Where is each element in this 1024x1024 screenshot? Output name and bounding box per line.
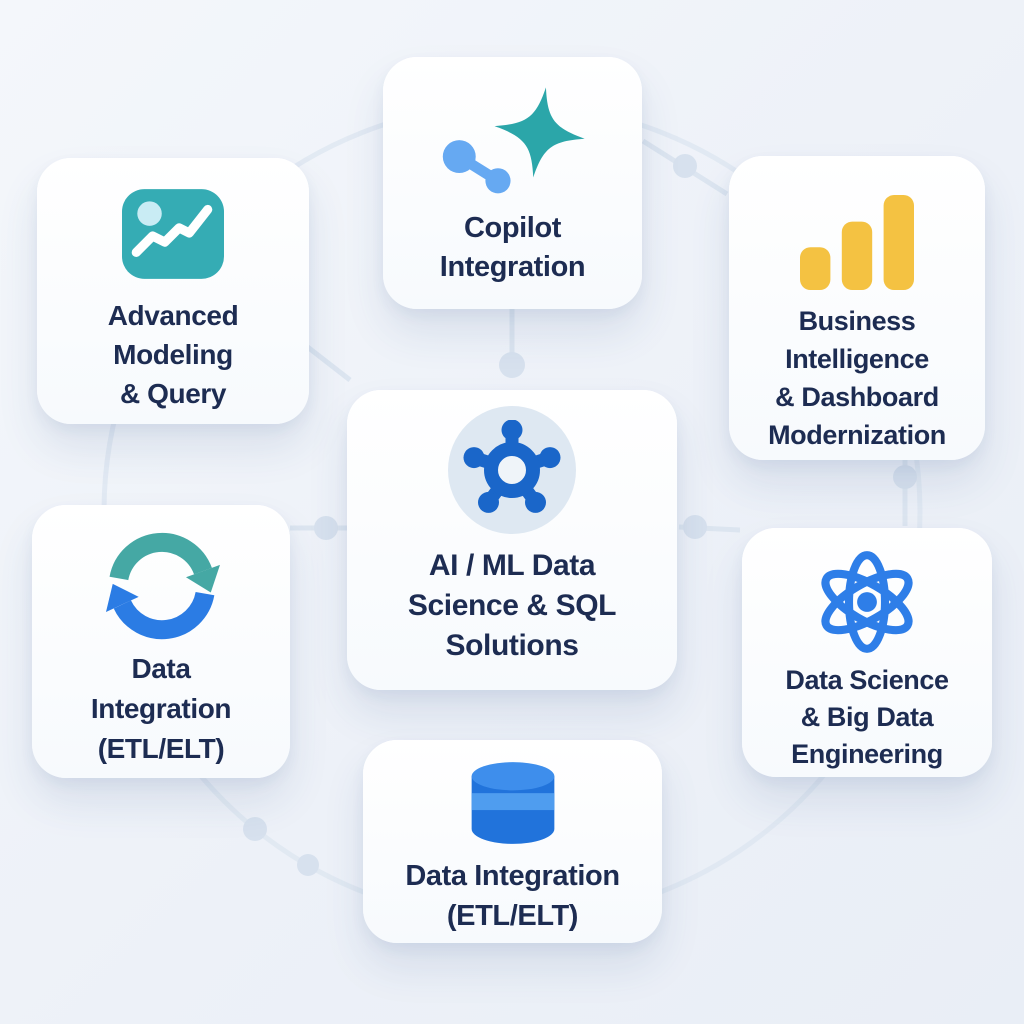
card-title-line: Engineering bbox=[791, 739, 943, 769]
card-title-line: Business bbox=[798, 306, 916, 336]
card-title-line: Modeling bbox=[113, 339, 233, 370]
card-title-line: Data Science bbox=[785, 665, 949, 695]
connector-nodes bbox=[243, 154, 917, 876]
network-hub-icon bbox=[448, 406, 576, 534]
card-title-line: Solutions bbox=[445, 629, 579, 662]
card-title: Data Integration (ETL/ELT) bbox=[90, 649, 232, 769]
card-title-line: (ETL/ELT) bbox=[446, 900, 579, 932]
card-title: Copilot Integration bbox=[439, 209, 586, 287]
card-data-integration-left: Data Integration (ETL/ELT) bbox=[32, 505, 290, 778]
card-title-line: AI / ML Data bbox=[428, 549, 596, 582]
sync-arrows-icon bbox=[99, 529, 223, 643]
card-title-line: Copilot bbox=[463, 212, 562, 244]
card-data-integration-bottom: Data Integration (ETL/ELT) bbox=[363, 740, 662, 943]
sparkle-link-icon bbox=[430, 83, 595, 205]
modeling-chart-icon bbox=[122, 188, 224, 280]
card-title-line: Integration bbox=[439, 251, 586, 283]
card-title-line: Science & SQL bbox=[407, 589, 617, 622]
card-advanced-modeling-query: Advanced Modeling & Query bbox=[37, 158, 309, 424]
card-title-line: Modernization bbox=[768, 420, 946, 450]
card-title: Data Integration (ETL/ELT) bbox=[405, 856, 620, 936]
card-title: Business Intelligence & Dashboard Modern… bbox=[768, 302, 946, 454]
card-title-line: Intelligence bbox=[785, 344, 929, 374]
database-icon bbox=[466, 760, 560, 846]
card-title-line: & Dashboard bbox=[775, 382, 939, 412]
card-title-line: Advanced bbox=[107, 300, 239, 331]
card-title: Advanced Modeling & Query bbox=[108, 296, 239, 413]
card-title: AI / ML Data Science & SQL Solutions bbox=[407, 546, 617, 666]
card-copilot-integration: Copilot Integration bbox=[383, 57, 642, 309]
card-ai-ml-data-science-sql: AI / ML Data Science & SQL Solutions bbox=[347, 390, 677, 690]
card-data-science-big-data: Data Science & Big Data Engineering bbox=[742, 528, 992, 777]
card-business-intelligence: Business Intelligence & Dashboard Modern… bbox=[729, 156, 985, 460]
card-title-line: & Query bbox=[119, 378, 227, 409]
card-title-line: & Big Data bbox=[800, 702, 934, 732]
card-title-line: (ETL/ELT) bbox=[97, 733, 225, 764]
card-title: Data Science & Big Data Engineering bbox=[785, 662, 949, 773]
bar-chart-icon bbox=[800, 194, 914, 290]
card-title-line: Data bbox=[131, 653, 191, 684]
card-title-line: Data Integration bbox=[405, 860, 620, 892]
atom-icon bbox=[813, 546, 921, 658]
card-title-line: Integration bbox=[90, 693, 232, 724]
